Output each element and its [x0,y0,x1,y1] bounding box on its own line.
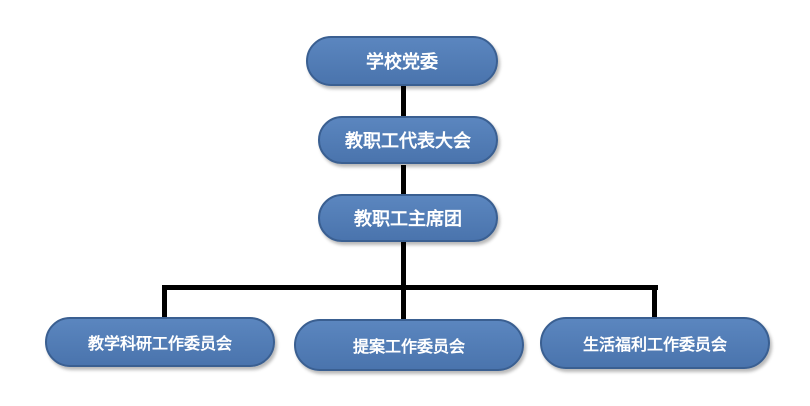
node-presidium: 教职工主席团 [318,194,498,242]
node-presidium-label: 教职工主席团 [354,209,462,230]
node-proposal-label: 提案工作委员会 [352,337,465,356]
connector-presidium-down [401,242,406,289]
connector-to-teaching [162,285,167,318]
node-welfare-committee: 生活福利工作委员会 [540,317,770,369]
connector-to-welfare [652,285,657,318]
node-proposal-committee: 提案工作委员会 [294,319,524,371]
connector-party-to-congress [401,84,406,119]
connector-horizontal-bar [162,285,658,290]
node-teaching-research-committee: 教学科研工作委员会 [45,317,275,367]
node-staff-congress: 教职工代表大会 [318,116,498,164]
node-teaching-research-label: 教学科研工作委员会 [87,334,232,353]
node-party-committee: 学校党委 [306,36,498,86]
node-welfare-label: 生活福利工作委员会 [582,335,727,354]
node-staff-congress-label: 教职工代表大会 [345,131,471,152]
connector-to-proposal [401,285,406,320]
connector-congress-to-presidium [401,165,406,196]
node-party-committee-label: 学校党委 [366,52,438,73]
